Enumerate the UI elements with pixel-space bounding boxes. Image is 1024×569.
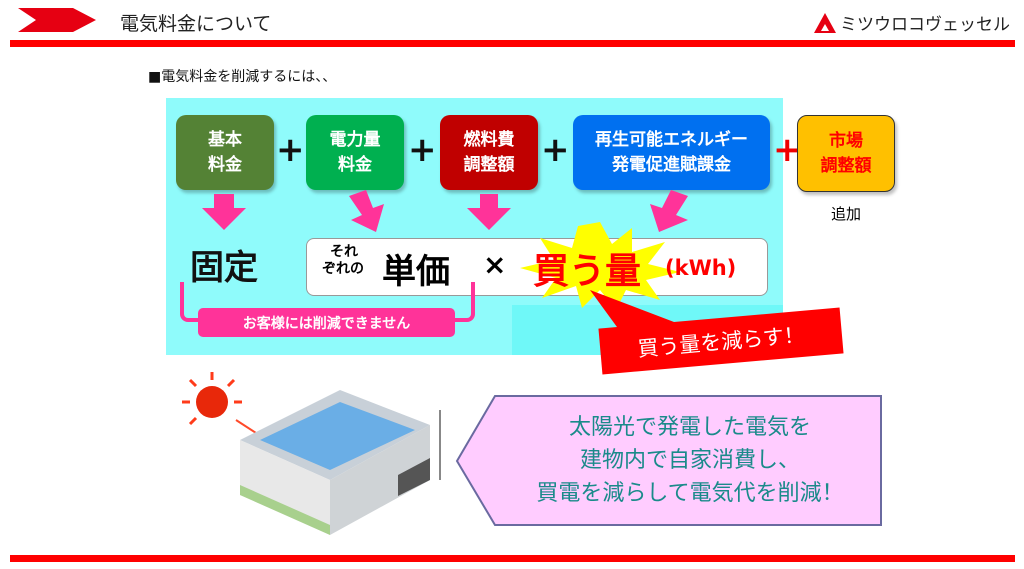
logo-triangle-icon (814, 12, 836, 33)
solar-building-illustration (182, 372, 441, 535)
arrows (202, 190, 688, 232)
energy-charge-box: 電力量料金 (306, 115, 404, 190)
solar-message-box (455, 395, 882, 526)
market-adjustment-box: 市場調整額 (797, 115, 895, 192)
unit-price-label: 単価 (382, 252, 450, 292)
plus-sign: + (408, 130, 437, 170)
logo-text: ミツウロコヴェッセル (840, 15, 1010, 35)
added-label: 追加 (831, 205, 862, 223)
basic-charge-box: 基本料金 (176, 115, 274, 190)
not-reducible-label: お客様には削減できません (198, 308, 455, 337)
plus-sign: + (276, 130, 305, 170)
down-arrow-icon (202, 194, 246, 230)
page-title: 電気料金について (120, 13, 272, 35)
fuel-adjustment-box: 燃料費調整額 (440, 115, 538, 190)
down-arrow-icon (467, 194, 511, 230)
kwh-unit: (kWh) (665, 256, 737, 280)
solar-message: 太陽光で発電した電気を建物内で自家消費し、買電を減らして電気代を削減！ (536, 414, 844, 506)
company-logo: ミツウロコヴェッセル (814, 10, 1010, 35)
plus-sign: + (541, 130, 570, 170)
fixed-label: 固定 (190, 248, 258, 288)
down-arrow-icon (650, 190, 688, 232)
each-label: それぞれの (322, 244, 364, 277)
purchase-amount-label: 買う量 (533, 251, 642, 292)
plus-sign-red: + (773, 130, 802, 170)
header-rule (10, 40, 1015, 47)
sun-icon (182, 372, 242, 426)
down-arrow-icon (349, 190, 384, 232)
burst-icon (520, 222, 680, 310)
times-sign: × (483, 248, 507, 281)
section-heading: ■電気料金を削減するには、、 (148, 69, 337, 85)
renewable-surcharge-box: 再生可能エネルギー発電促進賦課金 (573, 115, 770, 190)
header-chevron-icon (18, 8, 96, 32)
footer-rule (10, 555, 1015, 562)
